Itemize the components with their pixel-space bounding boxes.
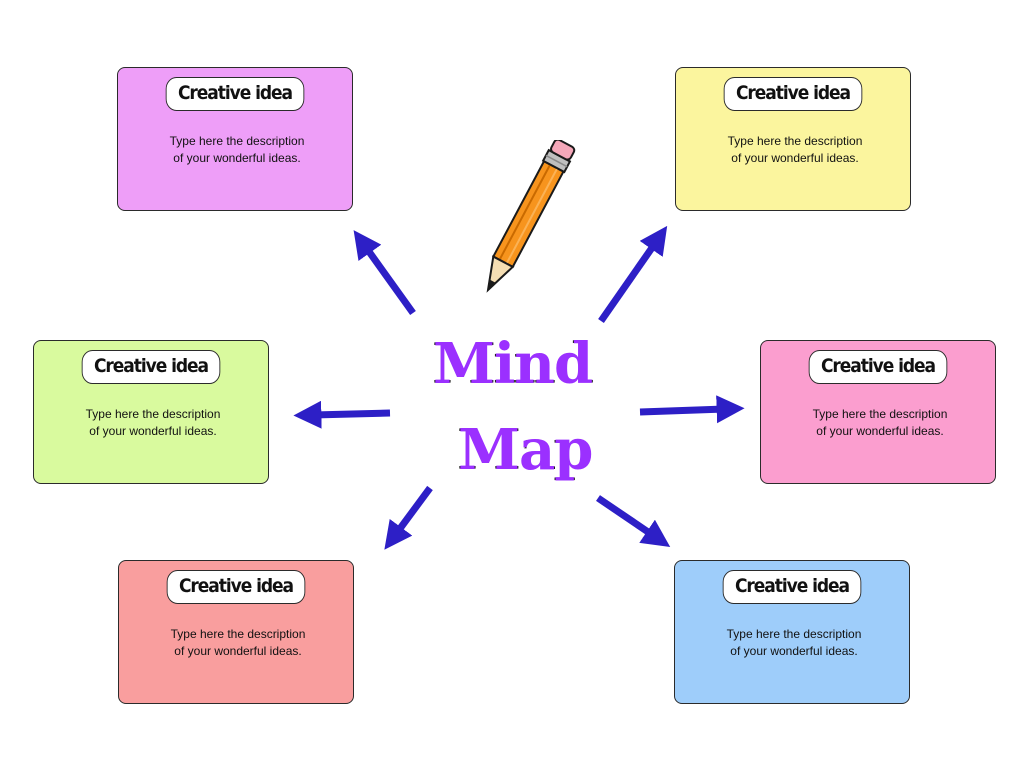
card-title: Creative idea (722, 570, 862, 604)
idea-card-middle-left: Creative idea Type here the description … (33, 340, 269, 484)
center-title-line2: Map (457, 417, 594, 483)
card-title: Creative idea (723, 77, 863, 111)
arrow-icon (639, 395, 745, 424)
arrow-icon (293, 400, 391, 429)
card-title: Creative idea (81, 350, 221, 384)
idea-card-bottom-left: Creative idea Type here the description … (118, 560, 354, 704)
arrow-icon (596, 495, 671, 548)
arrow-icon (598, 225, 668, 323)
card-description: Type here the description of your wonder… (812, 407, 948, 438)
idea-card-bottom-right: Creative idea Type here the description … (674, 560, 910, 704)
idea-card-top-right: Creative idea Type here the description … (675, 67, 911, 211)
pencil-icon (486, 140, 576, 293)
arrow-icon (384, 485, 433, 550)
card-title: Creative idea (808, 350, 948, 384)
card-description: Type here the description of your wonder… (85, 407, 221, 438)
card-title: Creative idea (165, 77, 305, 111)
card-description: Type here the description of your wonder… (169, 134, 305, 165)
idea-card-top-left: Creative idea Type here the description … (117, 67, 353, 211)
card-description: Type here the description of your wonder… (727, 134, 863, 165)
card-description: Type here the description of your wonder… (170, 627, 306, 658)
idea-card-middle-right: Creative idea Type here the description … (760, 340, 996, 484)
arrow-icon (353, 230, 416, 316)
center-title-line1: Mind (432, 331, 594, 397)
card-title: Creative idea (166, 570, 306, 604)
card-description: Type here the description of your wonder… (726, 627, 862, 658)
